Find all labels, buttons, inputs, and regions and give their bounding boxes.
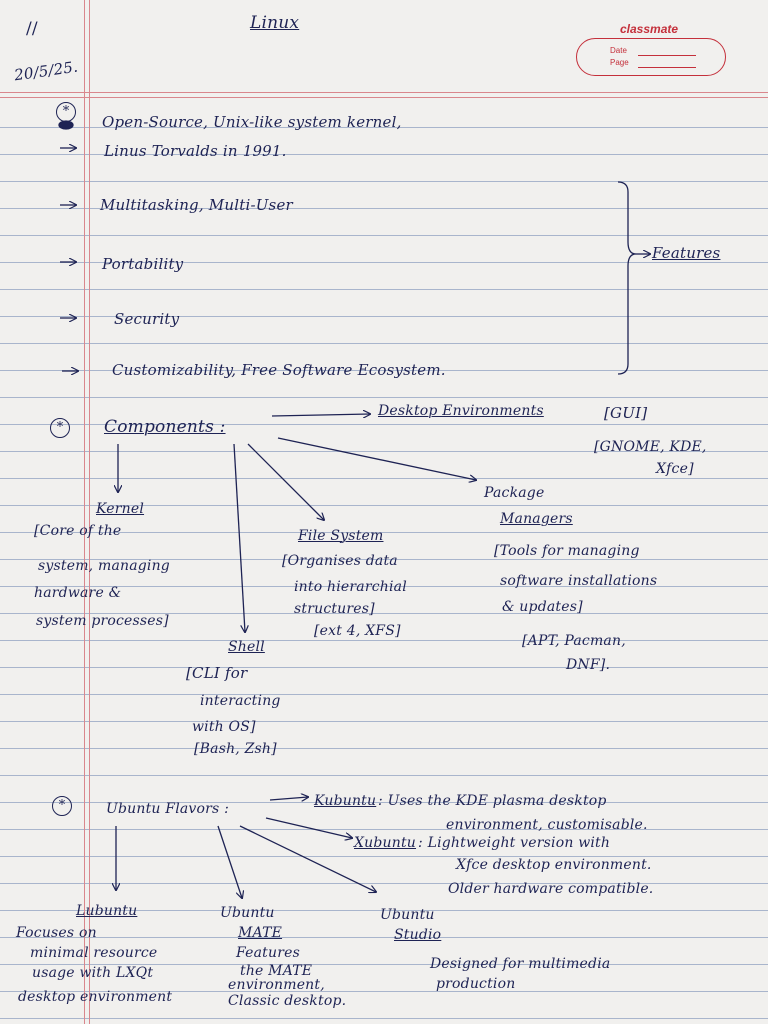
file-system-examples: [ext 4, XFS] bbox=[314, 623, 401, 639]
features-brace bbox=[617, 181, 637, 375]
star-bullet-icon: * bbox=[52, 796, 72, 816]
package-managers-title-2: Managers bbox=[500, 511, 573, 527]
feature-item: Customizability, Free Software Ecosystem… bbox=[112, 361, 446, 379]
lubuntu-desc: usage with LXQt bbox=[32, 965, 154, 981]
xubuntu-desc-3: Older hardware compatible. bbox=[448, 881, 654, 897]
lubuntu-desc: desktop environment bbox=[18, 989, 173, 1005]
file-system-title: File System bbox=[298, 528, 384, 544]
feature-item: Portability bbox=[102, 255, 184, 273]
shell-desc: [CLI for bbox=[186, 664, 248, 682]
kubuntu-desc-2: environment, customisable. bbox=[446, 817, 648, 833]
desktop-env-title: Desktop Environments bbox=[378, 403, 544, 419]
header-band bbox=[0, 0, 768, 100]
package-managers-arrow bbox=[277, 437, 476, 480]
header-rule-2 bbox=[0, 97, 768, 98]
xubuntu-desc-2: Xfce desktop environment. bbox=[456, 857, 652, 873]
kernel-desc: system, managing bbox=[38, 558, 170, 574]
desktop-env-arrow bbox=[271, 414, 370, 416]
studio-arrow bbox=[239, 825, 376, 892]
studio-desc-1: Designed for multimedia bbox=[430, 956, 611, 972]
desktop-env-examples-2: Xfce] bbox=[656, 461, 694, 477]
page-line bbox=[638, 67, 696, 68]
shell-arrow bbox=[233, 443, 245, 632]
date-label: Date bbox=[610, 46, 627, 55]
margin-line-2 bbox=[89, 0, 90, 1024]
feature-item: Security bbox=[114, 310, 180, 328]
file-system-desc: structures] bbox=[294, 601, 375, 617]
file-system-desc: [Organises data bbox=[282, 553, 398, 569]
xubuntu-desc-1: : Lightweight version with bbox=[418, 835, 611, 851]
kernel-desc: [Core of the bbox=[34, 523, 122, 539]
shell-examples: [Bash, Zsh] bbox=[194, 741, 277, 757]
brand-wordmark: classmate bbox=[620, 22, 679, 36]
flavors-heading: Ubuntu Flavors : bbox=[106, 801, 230, 817]
file-system-desc: into hierarchial bbox=[294, 579, 407, 595]
xubuntu-name: Xubuntu bbox=[354, 835, 417, 851]
page-title: Linux bbox=[250, 13, 300, 33]
studio-name-1: Ubuntu bbox=[380, 907, 435, 923]
package-managers-examples-2: DNF]. bbox=[566, 657, 611, 673]
mate-desc: Classic desktop. bbox=[228, 993, 347, 1009]
lubuntu-name: Lubuntu bbox=[76, 903, 138, 919]
page-label: Page bbox=[610, 58, 629, 67]
logo-frame bbox=[576, 38, 726, 76]
kubuntu-desc-1: : Uses the KDE plasma desktop bbox=[378, 793, 607, 809]
intro-line-2: Linus Torvalds in 1991. bbox=[104, 142, 287, 160]
lubuntu-desc: minimal resource bbox=[30, 945, 158, 961]
margin-line-1 bbox=[84, 0, 85, 1024]
date-line bbox=[638, 55, 696, 56]
desktop-env-examples-1: [GNOME, KDE, bbox=[594, 439, 707, 455]
kubuntu-name: Kubuntu bbox=[314, 793, 377, 809]
mate-name-1: Ubuntu bbox=[220, 905, 275, 921]
filled-bullet-icon bbox=[58, 120, 74, 130]
desktop-env-gui: [GUI] bbox=[604, 404, 648, 422]
package-managers-examples-1: [APT, Pacman, bbox=[522, 633, 626, 649]
shell-title: Shell bbox=[228, 639, 265, 655]
kernel-desc: hardware & bbox=[34, 585, 122, 601]
components-heading: Components : bbox=[104, 417, 226, 437]
star-bullet-icon: * bbox=[50, 418, 70, 438]
studio-desc-2: production bbox=[436, 976, 516, 992]
mate-name-2: MATE bbox=[238, 925, 283, 941]
package-managers-desc: [Tools for managing bbox=[494, 543, 640, 559]
corner-slashes: // bbox=[26, 19, 38, 39]
package-managers-title-1: Package bbox=[484, 485, 545, 501]
classmate-logo: classmate Date Page bbox=[576, 22, 728, 80]
header-rule-1 bbox=[0, 92, 768, 93]
mate-desc: environment, bbox=[228, 977, 325, 993]
mate-desc: the MATE bbox=[240, 963, 313, 979]
shell-desc: with OS] bbox=[192, 719, 256, 735]
kernel-desc: system processes] bbox=[36, 613, 169, 629]
shell-desc: interacting bbox=[200, 693, 281, 709]
mate-arrow bbox=[217, 825, 242, 898]
feature-item: Multitasking, Multi-User bbox=[100, 196, 293, 214]
intro-line-1: Open-Source, Unix-like system kernel, bbox=[102, 113, 402, 131]
file-system-arrow bbox=[247, 443, 324, 520]
features-label: Features bbox=[652, 244, 721, 262]
package-managers-desc: software installations bbox=[500, 573, 658, 589]
mate-desc: Features bbox=[236, 945, 300, 961]
kernel-title: Kernel bbox=[96, 501, 145, 517]
xubuntu-arrow bbox=[265, 817, 352, 838]
lubuntu-desc: Focuses on bbox=[16, 925, 97, 941]
package-managers-desc: & updates] bbox=[502, 599, 583, 615]
kubuntu-arrow bbox=[269, 797, 308, 800]
studio-name-2: Studio bbox=[394, 927, 442, 943]
